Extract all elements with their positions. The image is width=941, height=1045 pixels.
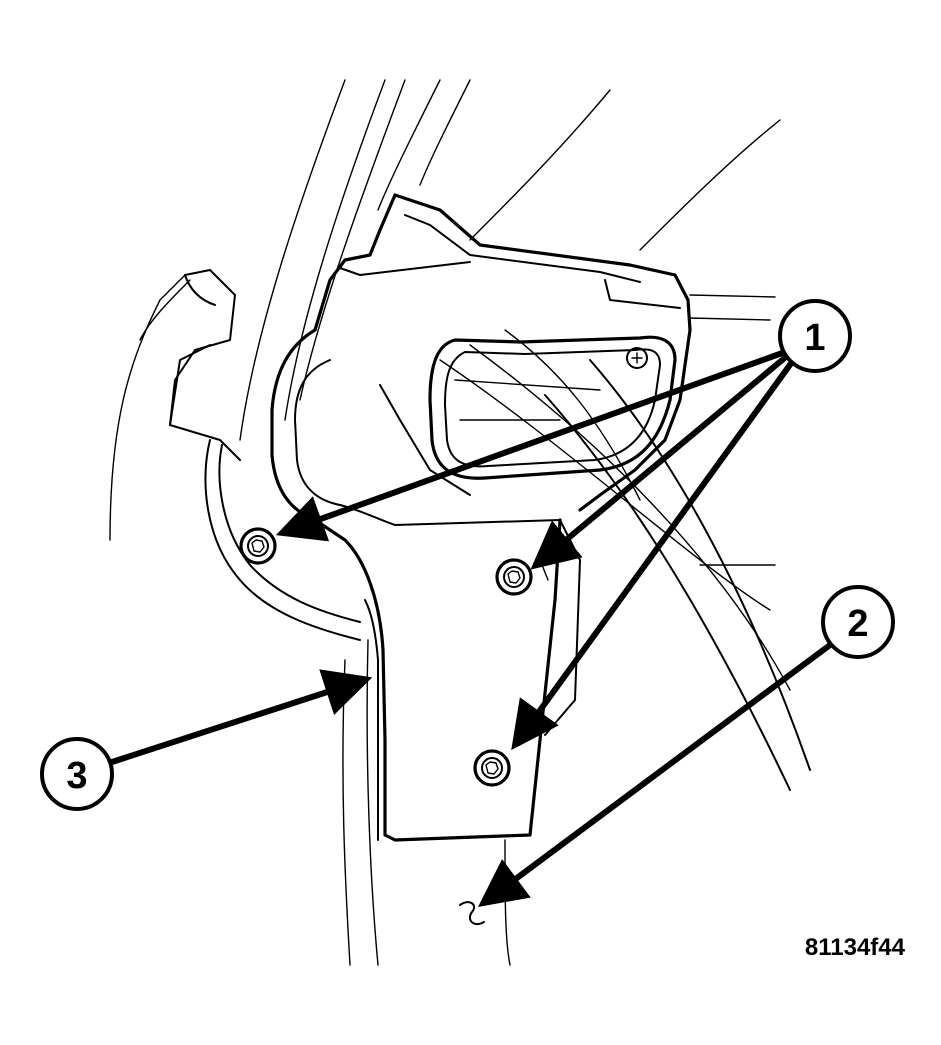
callout-3: 3 <box>40 737 114 811</box>
callout-2: 2 <box>821 585 895 659</box>
callout-1-label: 1 <box>804 317 825 359</box>
leader-1c <box>511 359 795 751</box>
screw-lower <box>473 749 511 787</box>
callout-3-label: 3 <box>66 755 87 797</box>
trim-panel-lower <box>364 518 581 842</box>
clip-pointer-mark <box>459 901 485 926</box>
screw-upper-right <box>495 558 533 596</box>
leader-2 <box>477 642 833 907</box>
leader-1b <box>530 353 790 570</box>
seat-belt-webbing <box>504 329 811 791</box>
callout-2-label: 2 <box>847 603 868 645</box>
pillar-latch-assembly <box>159 269 241 461</box>
outer-panel-contour <box>204 439 361 641</box>
figure-id: 81134f44 <box>805 934 906 961</box>
screw-upper-left <box>239 527 277 565</box>
callout-leaders <box>109 349 833 907</box>
leader-1a <box>275 349 788 542</box>
trim-cover-housing <box>270 193 692 652</box>
callout-1: 1 <box>778 299 852 373</box>
leader-3 <box>109 669 373 765</box>
